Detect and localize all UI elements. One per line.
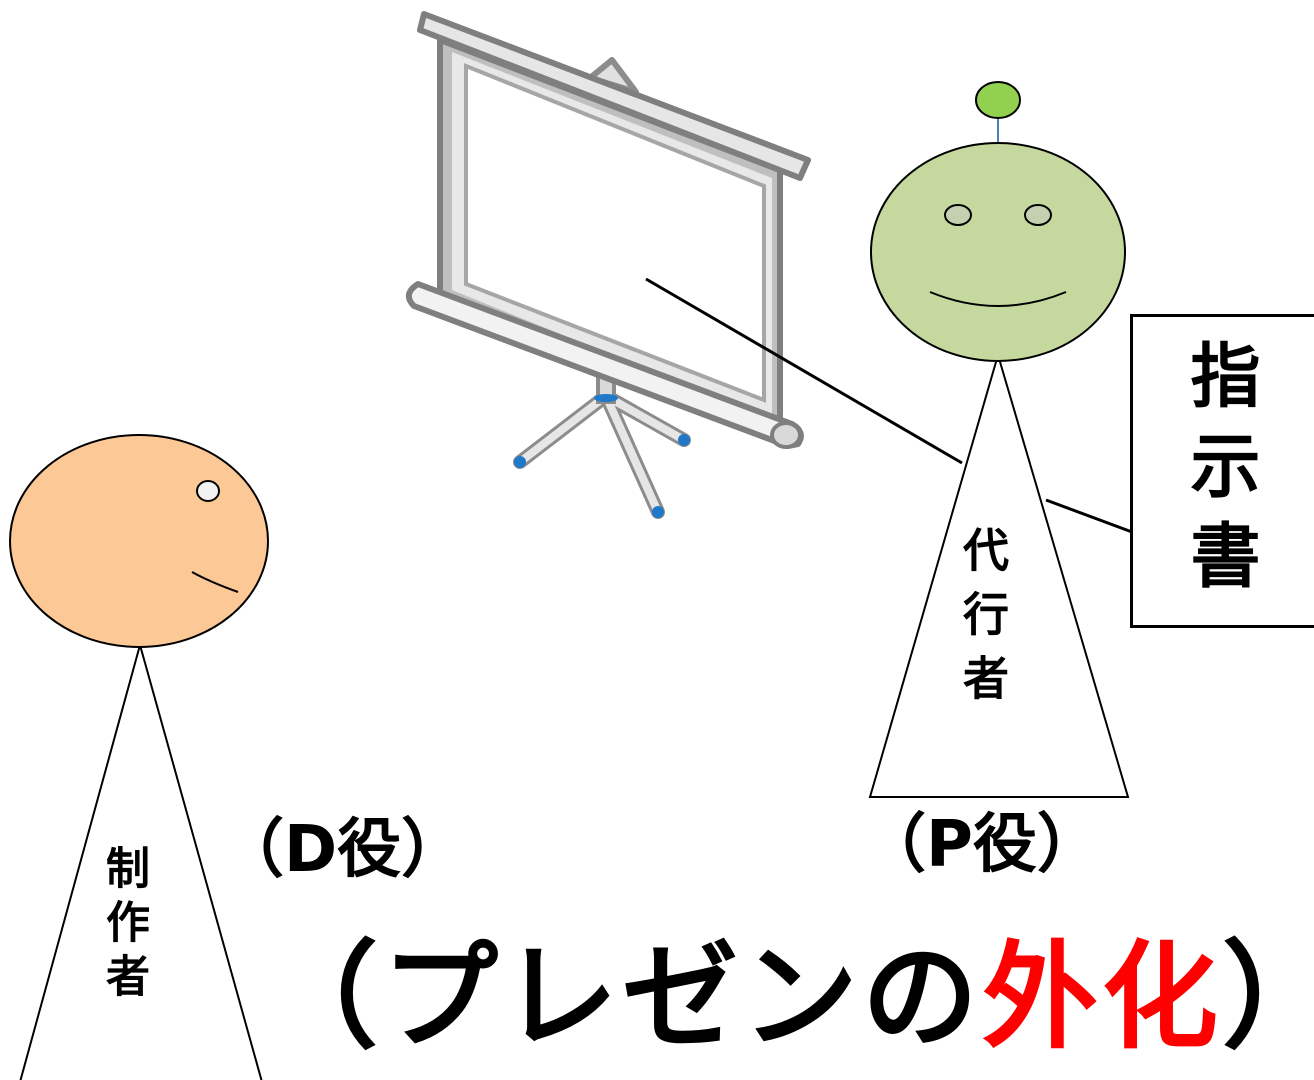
caption-suffix: ） <box>1222 930 1314 1065</box>
agent-left-eye <box>944 204 972 226</box>
caption-prefix: （プレゼンの <box>262 930 982 1065</box>
instructions-label: 指示書 <box>1179 339 1261 609</box>
producer-mouth <box>191 571 239 593</box>
d-role-label: （D役） <box>220 813 466 887</box>
caption: （プレゼンの外化） <box>262 940 1314 1056</box>
antenna-ball <box>975 81 1021 119</box>
agent-label: 代行者 <box>956 526 1010 718</box>
agent-body <box>868 351 1130 798</box>
p-role-label: （P役） <box>862 808 1101 882</box>
agent-head <box>870 142 1126 362</box>
agent-right-eye <box>1024 204 1052 226</box>
agent-figure <box>868 81 1130 798</box>
agent-mouth <box>929 291 1067 307</box>
producer-label: 制作者 <box>98 845 149 1007</box>
producer-figure <box>9 434 269 1080</box>
projector-screen-icon <box>405 11 811 519</box>
producer-body <box>19 641 263 1080</box>
instructions-box: 指示書 <box>1130 314 1314 628</box>
pointer-line <box>645 277 963 465</box>
instructions-arm <box>1045 498 1133 534</box>
producer-eye <box>196 480 220 502</box>
caption-highlight: 外化 <box>982 930 1222 1065</box>
producer-head <box>9 434 269 648</box>
